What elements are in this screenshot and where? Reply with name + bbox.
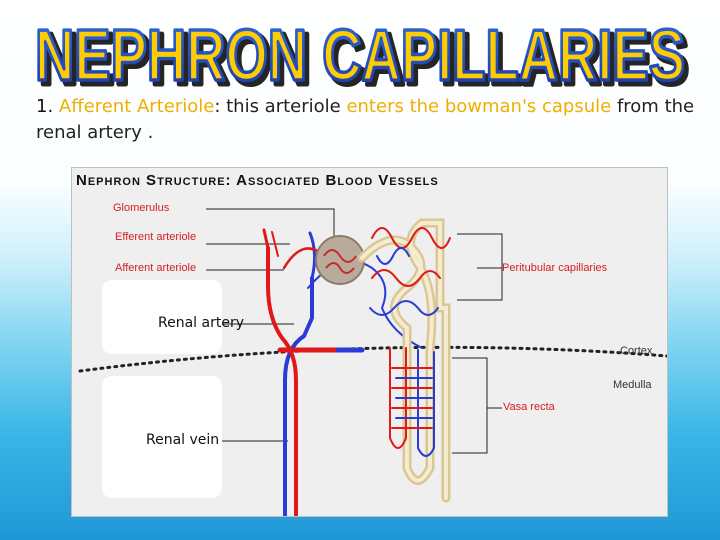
leader-lines	[206, 208, 503, 454]
nephron-diagram: Nephron Structure: Associated Blood Vess…	[71, 167, 668, 517]
text-before: this arteriole	[220, 96, 347, 117]
leader-vasa-recta-2	[452, 408, 488, 454]
cortex-medulla-boundary	[78, 345, 667, 373]
title-shadow: NEPHRON CAPILLARIES	[39, 20, 689, 90]
renal-artery-vessel	[262, 228, 337, 516]
vasa-recta-vessels	[389, 347, 435, 457]
label-afferent-arteriole: Afferent arteriole	[115, 262, 197, 274]
slide-title: NEPHRON CAPILLARIES NEPHRON CAPILLARIES	[33, 14, 691, 90]
leader-peritubular	[457, 233, 503, 269]
renal-tubule	[357, 218, 451, 503]
label-efferent-arteriole: Efferent arteriole	[115, 231, 197, 243]
peritubular-network	[369, 227, 451, 316]
subtitle: 1. Afferent Arteriole: this arteriole en…	[36, 94, 706, 146]
label-medulla: Medulla	[613, 379, 652, 391]
label-vasa-recta: Vasa recta	[503, 401, 555, 413]
callout-renal-vein-label: Renal vein	[146, 432, 220, 448]
leader-peritubular-2	[457, 268, 503, 301]
term-afferent-arteriole: Afferent Arteriole	[58, 96, 215, 117]
colon: :	[214, 96, 221, 117]
leader-vasa-recta	[452, 357, 502, 409]
callout-renal-vein-box	[102, 376, 222, 498]
title-text: NEPHRON CAPILLARIES	[35, 16, 685, 90]
label-peritubular-capillaries: Peritubular capillaries	[502, 262, 608, 274]
highlight-enters-bowman: enters the bowman's capsule	[346, 96, 612, 117]
glomerulus-shape	[315, 235, 365, 285]
label-cortex: Cortex	[620, 345, 653, 357]
figure-heading: Nephron Structure: Associated Blood Vess…	[76, 172, 439, 189]
callout-renal-artery-label: Renal artery	[158, 315, 244, 331]
item-number: 1.	[36, 96, 54, 117]
callout-renal-artery-box	[102, 280, 222, 354]
text-after: from the renal artery .	[36, 96, 695, 143]
diagram-drawing	[78, 208, 667, 516]
label-glomerulus: Glomerulus	[113, 202, 170, 214]
